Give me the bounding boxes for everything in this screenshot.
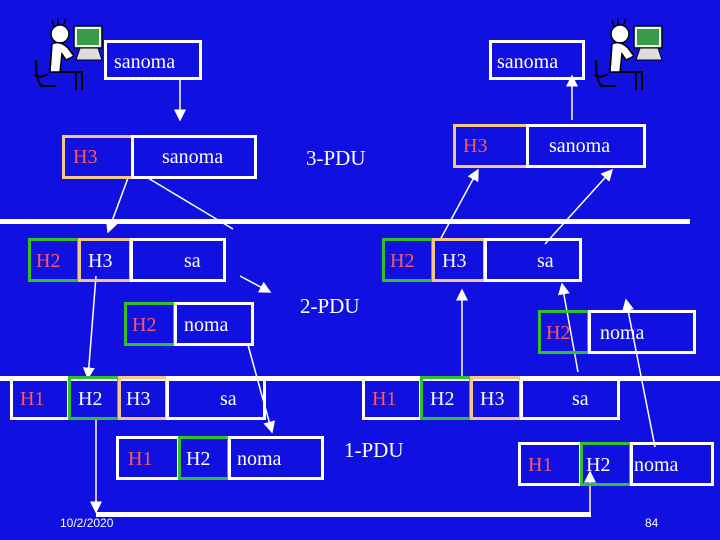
l2-right-h2: H2 xyxy=(390,250,415,272)
l3-right-payload: sanoma xyxy=(549,135,611,157)
l1-right-frag-h1: H1 xyxy=(528,454,553,476)
l2-left-frag-payload: noma xyxy=(184,314,229,336)
l3-right-payload-box xyxy=(526,124,646,168)
l3-left-header: H3 xyxy=(73,146,98,168)
physical-link xyxy=(96,512,591,517)
l2-right-payload-box xyxy=(484,238,582,282)
person-at-computer-icon xyxy=(35,18,103,90)
pdu-1-label: 1-PDU xyxy=(344,438,404,462)
l2-left-h2: H2 xyxy=(36,250,61,272)
receiver-app-message xyxy=(489,40,585,80)
l2-right-frag-payload: noma xyxy=(600,322,645,344)
sender-app-label: sanoma xyxy=(114,51,176,73)
l3-left-payload-box xyxy=(131,135,257,179)
l1-left-h3: H3 xyxy=(126,388,151,410)
l1-right-payload: sa xyxy=(572,388,589,410)
pdu-3-label: 3-PDU xyxy=(306,146,366,170)
l1-left-frag-h2: H2 xyxy=(186,448,211,470)
l1-left-frag-payload-box xyxy=(228,436,324,480)
person-at-computer-icon xyxy=(595,18,663,90)
pdu-2-label: 2-PDU xyxy=(300,294,360,318)
footer-date: 10/2/2020 xyxy=(60,516,114,530)
l2-right-h3: H3 xyxy=(442,250,467,272)
l2-right-frag-h2: H2 xyxy=(546,322,571,344)
l1-left-payload: sa xyxy=(220,388,237,410)
receiver-app-label: sanoma xyxy=(497,51,559,73)
l2-left-payload-box xyxy=(130,238,226,282)
l1-right-h2: H2 xyxy=(430,388,455,410)
l1-right-payload-box xyxy=(520,376,620,420)
layer-2-divider xyxy=(0,376,720,381)
l2-left-frag-h2: H2 xyxy=(132,314,157,336)
l2-left-h3: H3 xyxy=(88,250,113,272)
l1-right-frag-payload-box xyxy=(630,442,714,486)
l1-left-h1: H1 xyxy=(20,388,45,410)
layer-3-divider xyxy=(0,219,690,224)
l1-right-h3: H3 xyxy=(480,388,505,410)
l3-left-payload: sanoma xyxy=(162,146,224,168)
l1-right-h1: H1 xyxy=(372,388,397,410)
l1-left-h2: H2 xyxy=(78,388,103,410)
l1-left-frag-payload: noma xyxy=(237,448,282,470)
l2-right-payload: sa xyxy=(537,250,554,272)
l1-left-payload-box xyxy=(166,376,266,420)
l2-right-frag-payload-box xyxy=(588,310,696,354)
sender-app-message xyxy=(104,40,202,80)
l2-left-payload: sa xyxy=(184,250,201,272)
l3-right-header: H3 xyxy=(463,135,488,157)
l1-left-frag-h1: H1 xyxy=(128,448,153,470)
l1-right-frag-payload: noma xyxy=(634,454,679,476)
page-number: 84 xyxy=(645,516,659,530)
l1-right-frag-h2: H2 xyxy=(586,454,611,476)
l2-left-frag-payload-box xyxy=(174,302,254,346)
